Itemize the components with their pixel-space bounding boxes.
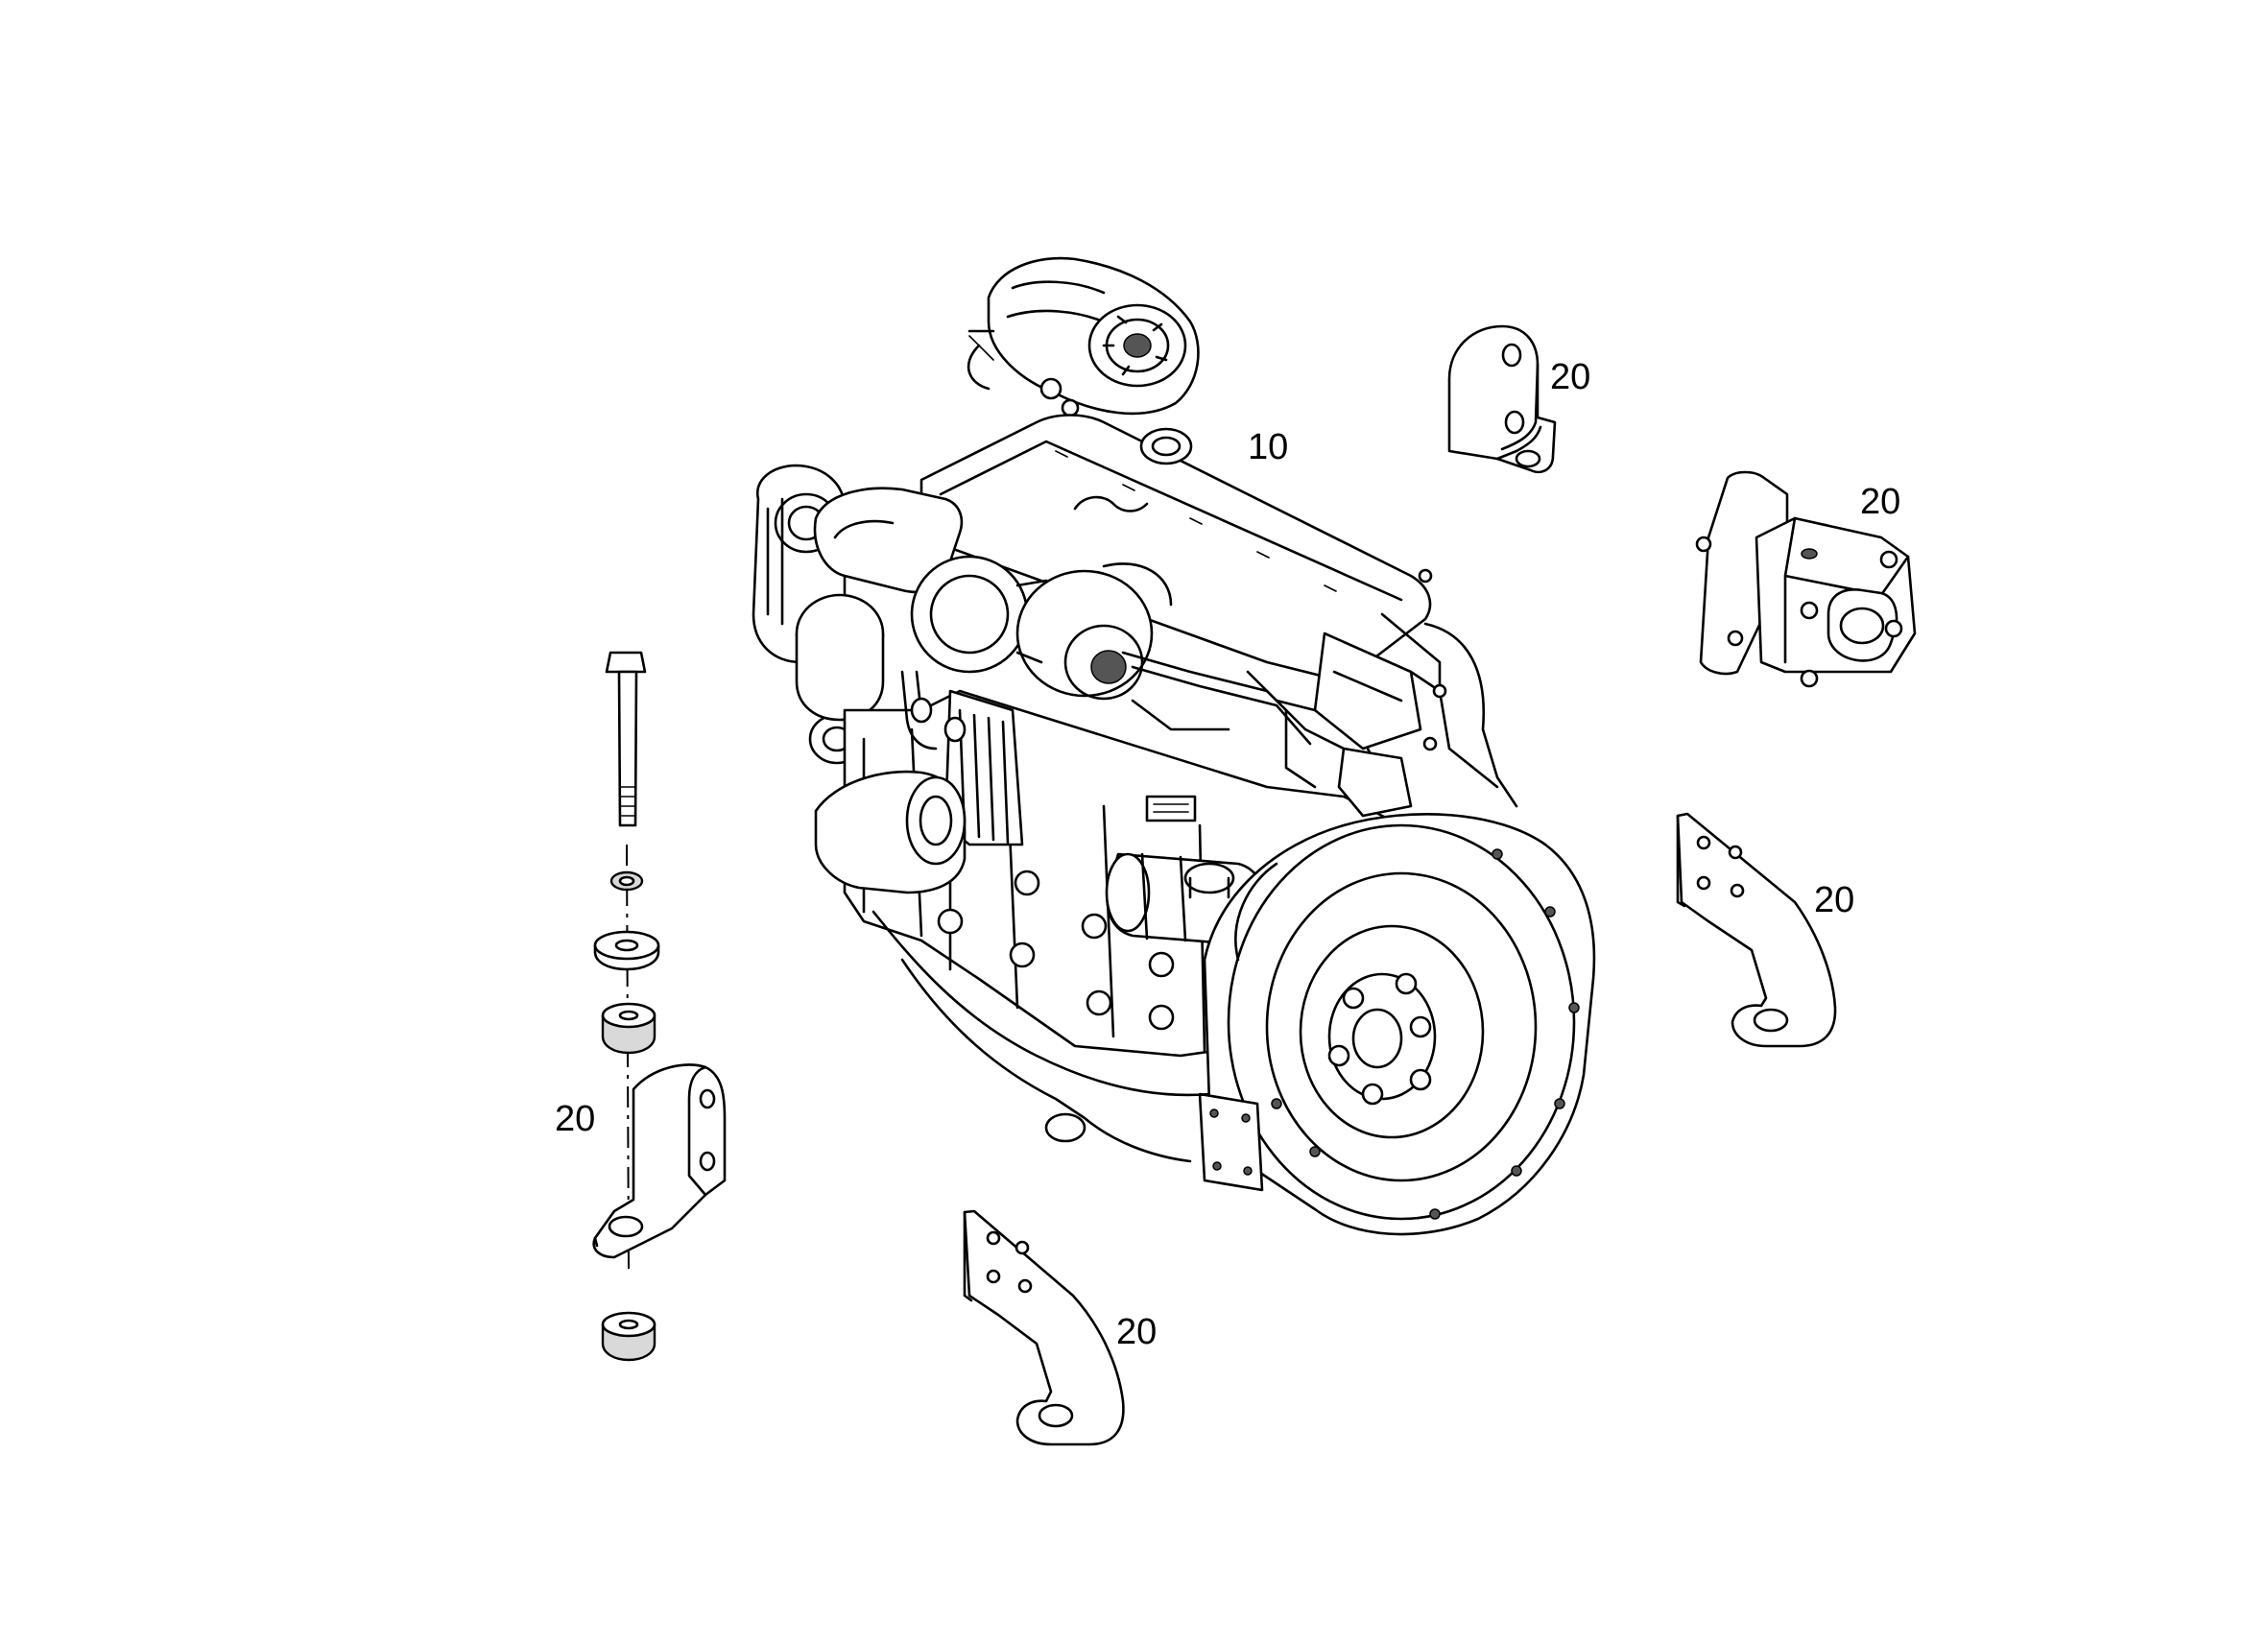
fuel-system	[1313, 568, 1518, 818]
bracket-right: 20	[1676, 812, 1854, 1048]
callout-engine: 10	[1248, 427, 1288, 467]
callout-bracket-left: 20	[555, 1099, 595, 1139]
rubber-bush-lower	[601, 1311, 657, 1362]
washer-small	[609, 870, 644, 892]
callout-pump: 20	[1860, 482, 1900, 522]
bracket-bottom: 20	[963, 1209, 1157, 1446]
mounting-hardware	[593, 651, 660, 1362]
callout-bracket-top: 20	[1550, 357, 1590, 397]
turbocharger	[910, 555, 1230, 731]
callout-bracket-bottom: 20	[1116, 1312, 1157, 1352]
engine-assembly: 10	[752, 256, 1596, 1236]
alternator	[967, 256, 1200, 417]
bracket-left: 20	[555, 1063, 727, 1259]
bolt	[605, 651, 647, 827]
rubber-bush-upper	[601, 1002, 657, 1055]
callout-bracket-right: 20	[1814, 880, 1854, 920]
flywheel-housing	[1198, 813, 1596, 1236]
rocker-cover	[919, 414, 1442, 693]
hydraulic-pump: 20	[1695, 470, 1917, 688]
oil-filter	[814, 670, 1024, 894]
washer-large	[593, 930, 660, 971]
intake-elbow	[795, 487, 964, 722]
bracket-top: 20	[1447, 324, 1590, 474]
